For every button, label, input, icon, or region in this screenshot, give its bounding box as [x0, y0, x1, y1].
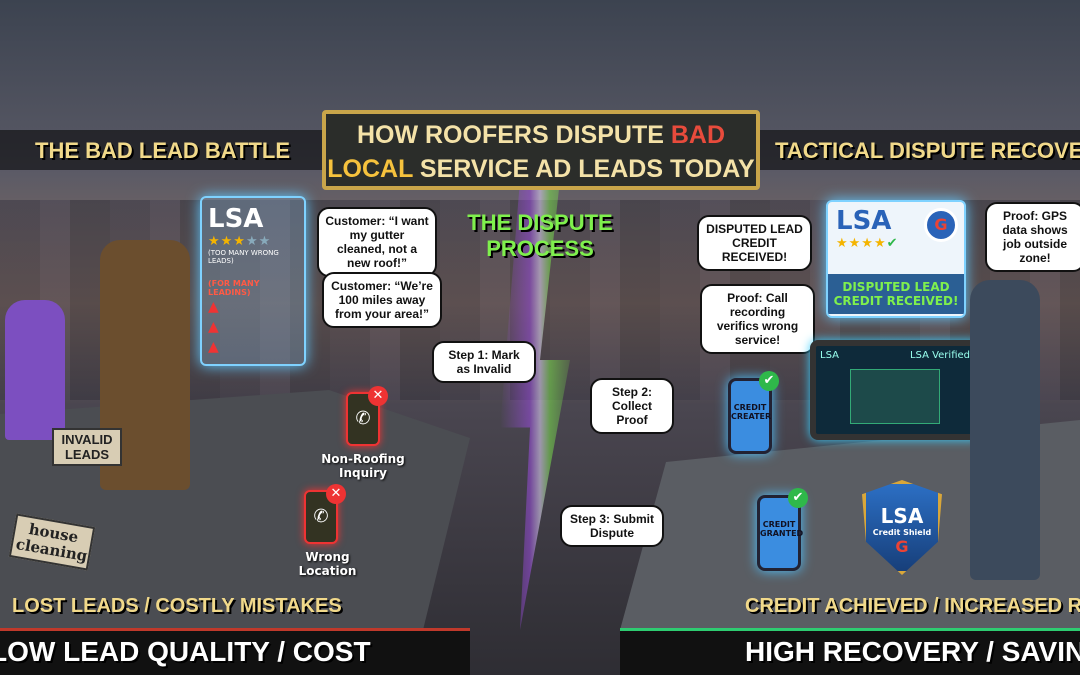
google-icon: G — [895, 537, 909, 556]
speech-bubble: Proof: Call recording verifics wrong ser… — [700, 284, 815, 354]
lsa-card-good: LSA ★★★★✔ G DISPUTED LEAD CREDIT RECEIVE… — [826, 200, 966, 318]
shield-brand: LSA — [880, 504, 924, 528]
lsa-brand: LSA — [836, 206, 892, 236]
check-icon: ✔ — [788, 488, 808, 508]
rating-stars: ★★★★★ — [208, 234, 272, 249]
step-1: Step 1: Mark as Invalid — [432, 341, 536, 383]
title-highlight: LOCAL — [327, 155, 413, 183]
speech-bubble: Proof: GPS data shows job outside zone! — [985, 202, 1080, 272]
right-caption: CREDIT ACHIEVED / INCREASED ROI — [745, 595, 1080, 617]
card-warning: (FOR MANY LEADINS) — [208, 279, 260, 297]
tablet-dashboard: LSA LSA Verified — [810, 340, 980, 440]
right-footer: HIGH RECOVERY / SAVINGS — [745, 636, 1080, 667]
shield-label: Credit Shield — [872, 528, 932, 537]
phone-icon: ✆✕ — [304, 484, 346, 544]
speech-bubble: DISPUTED LEAD CREDIT RECEIVED! — [697, 215, 812, 271]
title-text: HOW ROOFERS DISPUTE — [356, 121, 664, 149]
right-footer-bar — [620, 628, 1080, 675]
process-header: THE DISPUTE PROCESS — [467, 210, 613, 261]
right-header: TACTICAL DISPUTE RECOVERY — [775, 138, 1080, 163]
left-header: THE BAD LEAD BATTLE — [35, 138, 291, 163]
tablet-brand: LSA — [820, 350, 839, 361]
title-highlight: BAD — [670, 121, 726, 149]
confident-roofer — [970, 280, 1040, 580]
x-icon: ✕ — [326, 484, 346, 504]
phone-credit: CREDIT CREATER ✔ — [728, 371, 779, 454]
llama-pinata — [5, 300, 65, 440]
lsa-brand: LSA — [208, 204, 264, 234]
lsa-card-bad: LSA ★★★★★ (TOO MANY WRONG LEADS) (FOR MA… — [200, 196, 306, 366]
left-footer: LOW LEAD QUALITY / COST — [0, 636, 371, 667]
left-caption: LOST LEADS / COSTLY MISTAKES — [12, 595, 342, 617]
check-icon: ✔ — [759, 371, 779, 391]
title-text: SERVICE AD LEADS TODAY — [419, 155, 755, 183]
speech-bubble: Customer: “We’re 100 miles away from you… — [322, 272, 442, 328]
phone-text: CREDIT GRANTED — [760, 520, 804, 538]
card-subtitle: (TOO MANY WRONG LEADS) — [208, 249, 279, 265]
phone-icon: ✆✕ — [346, 386, 388, 446]
phone-credit: CREDIT GRANTED ✔ — [757, 488, 808, 571]
credit-banner: DISPUTED LEAD CREDIT RECEIVED! — [828, 274, 964, 314]
phone-label: Non-Roofing Inquiry — [321, 452, 405, 480]
page-title: HOW ROOFERS DISPUTE BAD LOCAL SERVICE AD… — [322, 110, 760, 190]
left-rooftop — [0, 390, 470, 630]
rating-stars: ★★★★✔ — [836, 236, 899, 251]
invalid-leads-sign: INVALID LEADS — [52, 428, 122, 466]
phone-text: CREDIT CREATER — [731, 403, 772, 421]
step-2: Step 2: Collect Proof — [590, 378, 674, 434]
x-icon: ✕ — [368, 386, 388, 406]
warning-icon: ▲▲▲ — [208, 299, 219, 355]
tablet-label: LSA Verified — [909, 350, 970, 361]
step-3: Step 3: Submit Dispute — [560, 505, 664, 547]
speech-bubble: Customer: “I want my gutter cleaned, not… — [317, 207, 437, 277]
left-footer-bar — [0, 628, 470, 675]
phone-label: Wrong Location — [298, 550, 357, 578]
google-badge-icon: G — [924, 208, 958, 242]
map-view — [850, 369, 940, 424]
